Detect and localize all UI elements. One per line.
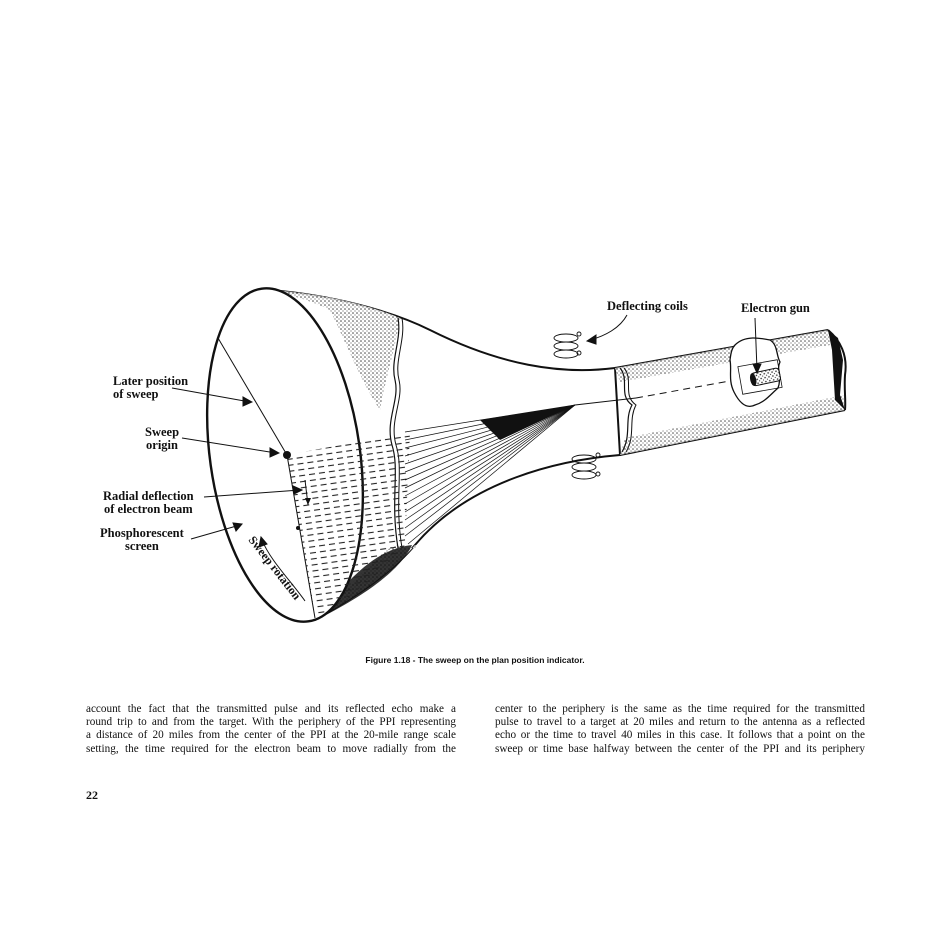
crt-illustration: Sweep rotation	[171, 287, 847, 623]
text-line: a distance of 20 miles from the center o…	[86, 729, 456, 742]
text-line: sweep or time base halfway between the c…	[495, 742, 865, 755]
label-electron-gun: Electron gun	[741, 301, 810, 315]
label-line: of sweep	[113, 387, 159, 401]
text-line: round trip to and from the target. With …	[86, 716, 456, 729]
figure-caption: Figure 1.18 - The sweep on the plan posi…	[365, 655, 585, 665]
label-line: Radial deflection	[103, 489, 194, 503]
body-text-right-column: center to the periphery is the same as t…	[495, 703, 865, 756]
text-line: pulse to travel to a target at 20 miles …	[495, 716, 865, 729]
label-line: screen	[125, 539, 159, 553]
label-line: Later position	[113, 374, 189, 388]
label-line: origin	[146, 438, 178, 452]
text-line: setting, the time required for the elect…	[86, 742, 456, 755]
label-deflecting-coils: Deflecting coils	[607, 299, 688, 313]
label-line: Phosphorescent	[100, 526, 184, 540]
text-line: echo or the time to travel 40 miles in t…	[495, 729, 865, 742]
label-phosphorescent-screen: Phosphorescent screen	[100, 527, 184, 553]
text-line: account the fact that the transmitted pu…	[86, 703, 456, 715]
page-number: 22	[86, 788, 98, 802]
label-line: Sweep	[145, 425, 180, 439]
label-later-position: Later position of sweep	[113, 375, 188, 401]
label-sweep-origin: Sweep origin	[145, 426, 179, 452]
body-text-left-column: account the fact that the transmitted pu…	[86, 703, 456, 756]
label-radial-deflection: Radial deflection of electron beam	[103, 490, 194, 516]
crt-figure: Sweep rotation Later position of sweep S…	[100, 287, 847, 623]
text-line: center to the periphery is the same as t…	[495, 703, 865, 715]
label-line: of electron beam	[103, 502, 193, 516]
